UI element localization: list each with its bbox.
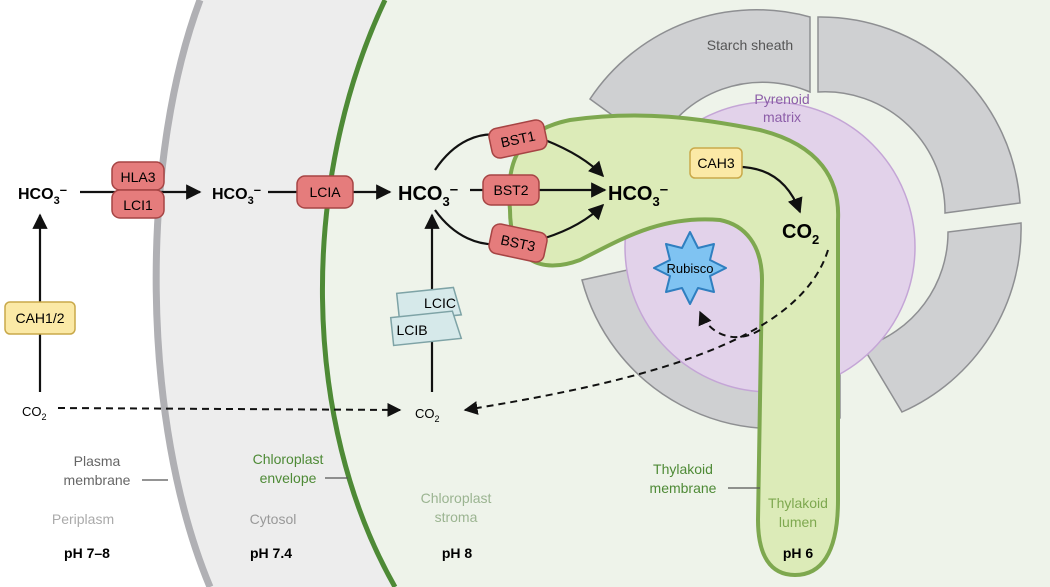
rubisco-label: Rubisco (667, 261, 714, 276)
diffusion-arrows (57, 249, 829, 417)
ph-stroma: pH 8 (442, 545, 473, 561)
cah3-enzyme: CAH3 (689, 147, 743, 179)
bst3-label: BST3 (499, 232, 537, 255)
hco3-periplasm: HCO3– (18, 182, 67, 207)
rubisco-icon (653, 231, 727, 305)
pyrenoid-label-line1: Pyrenoid (754, 91, 809, 107)
stroma-label-line1: Chloroplast (421, 490, 492, 506)
hco3-stroma: HCO3– (398, 181, 458, 209)
cah12-label: CAH1/2 (15, 310, 64, 326)
lcia-label: LCIA (309, 184, 341, 200)
plasma-membrane-label-line2: membrane (64, 472, 131, 488)
envelope-label-line2: envelope (260, 470, 317, 486)
hla3-lci1-transporter: HLA3 LCI1 (111, 161, 165, 219)
lumen-label-line1: Thylakoid (768, 495, 828, 511)
hco3-lumen: HCO3– (608, 181, 668, 209)
plasma-membrane-label-line1: Plasma (74, 453, 121, 469)
cah12-enzyme: CAH1/2 (4, 301, 76, 335)
plasma-membrane (152, 0, 214, 587)
starch-sheath-label: Starch sheath (707, 37, 793, 53)
lcia-transporter: LCIA (296, 175, 354, 209)
hco3-cytosol: HCO3– (212, 182, 261, 207)
periplasm-label: Periplasm (52, 511, 114, 527)
co2-periplasm: CO2 (22, 404, 47, 422)
lumen-label-line2: lumen (779, 514, 817, 530)
hla3-label: HLA3 (120, 169, 155, 185)
lci1-label: LCI1 (123, 197, 153, 213)
co2-stroma: CO2 (415, 406, 440, 424)
bst2-transporter: BST2 (482, 174, 540, 206)
cytosol-label: Cytosol (250, 511, 297, 527)
pyrenoid-label-line2: matrix (763, 109, 801, 125)
chloroplast-envelope (320, 0, 398, 587)
lcib-label: LCIB (396, 322, 427, 338)
envelope-label-line1: Chloroplast (253, 451, 324, 467)
thylakoid-membrane-label-line1: Thylakoid (653, 461, 713, 477)
bst3-transporter: BST3 (488, 223, 548, 263)
thylakoid-tubule (507, 113, 841, 578)
bst1-label: BST1 (499, 127, 537, 150)
ph-cytosol: pH 7.4 (250, 545, 292, 561)
leader-lines (142, 477, 760, 489)
stroma-label-line2: stroma (435, 509, 478, 525)
thylakoid-membrane-label-line2: membrane (650, 480, 717, 496)
cah3-label: CAH3 (697, 155, 735, 171)
lcib-lcic-complex: LCIC LCIB (389, 286, 463, 347)
lcic-label: LCIC (424, 295, 456, 311)
ph-periplasm: pH 7–8 (64, 545, 110, 561)
bst1-transporter: BST1 (488, 119, 548, 159)
ph-lumen: pH 6 (783, 545, 814, 561)
bst2-label: BST2 (493, 182, 528, 198)
